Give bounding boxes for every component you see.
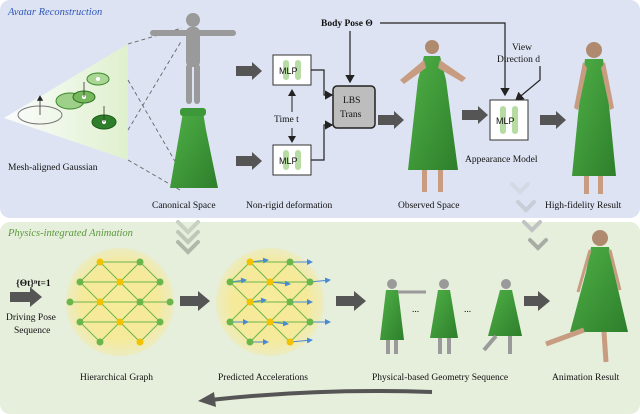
mlp-appearance-label: MLP	[496, 116, 515, 126]
sequence-ellipsis-1: ...	[412, 305, 419, 315]
driving-pose-line2: Sequence	[14, 326, 50, 336]
mesh-aligned-gaussian-illustration	[4, 44, 128, 160]
hierarchical-graph	[66, 248, 174, 356]
driving-pose-arrow	[10, 287, 42, 307]
canonical-space-label: Canonical Space	[152, 201, 216, 211]
mlp-bottom-label: MLP	[279, 156, 298, 166]
sequence-figure-3	[482, 279, 522, 354]
observed-to-appearance-arrow	[462, 106, 488, 124]
sequence-figure-2	[430, 279, 458, 354]
lbs-label-line1: LBS	[343, 96, 360, 106]
graph-to-accel-arrow	[180, 291, 210, 311]
avatar-reconstruction-panel	[0, 0, 640, 218]
mesh-aligned-gaussian-label: Mesh-aligned Gaussian	[8, 163, 98, 173]
pose-set-label: {Θt}ⁿt=1	[16, 279, 51, 289]
observed-space-label: Observed Space	[398, 201, 459, 211]
sequence-to-animation-arrow	[524, 291, 550, 311]
transition-chevrons-left	[176, 220, 200, 255]
physics-animation-title: Physics-integrated Animation	[7, 228, 133, 239]
mlp-top-label: MLP	[279, 66, 298, 76]
lbs-to-observed-arrow	[378, 111, 404, 129]
accel-to-sequence-arrow	[336, 291, 366, 311]
canonical-dress-figure	[170, 108, 218, 188]
sequence-figure-1	[380, 279, 426, 354]
body-pose-label: Body Pose Θ	[321, 19, 373, 29]
high-fidelity-result-label: High-fidelity Result	[545, 200, 622, 211]
lbs-label-line2: Trans	[340, 110, 362, 120]
canonical-to-mlp-arrows	[236, 62, 262, 170]
canonical-body-figure	[150, 13, 236, 104]
appearance-model-label: Appearance Model	[465, 155, 538, 165]
predicted-accelerations-graph	[216, 248, 331, 356]
view-direction-line2: Direction d	[497, 55, 540, 65]
feedback-arrow	[209, 389, 433, 402]
non-rigid-deformation-label: Non-rigid deformation	[246, 200, 333, 211]
driving-pose-line1: Driving Pose	[6, 313, 56, 323]
sequence-ellipsis-2: ...	[464, 305, 471, 315]
time-label: Time t	[274, 115, 299, 125]
geometry-sequence-figures: ... ...	[380, 279, 522, 354]
lbs-trans-block: LBS Trans	[332, 85, 376, 129]
observed-space-figure	[400, 40, 466, 192]
animation-result-label: Animation Result	[552, 373, 620, 383]
view-direction-line1: View	[512, 43, 532, 53]
appearance-to-result-arrow	[540, 111, 566, 129]
predicted-accelerations-label: Predicted Accelerations	[218, 373, 308, 383]
transition-chevrons-right	[510, 182, 548, 251]
mlp-block-bottom: MLP	[272, 144, 312, 176]
animation-result-figure	[545, 230, 628, 363]
mlp-block-top: MLP	[272, 54, 312, 86]
high-fidelity-result-figure	[572, 42, 616, 194]
feedback-arrow-head	[198, 392, 216, 407]
geometry-sequence-label: Physical-based Geometry Sequence	[372, 373, 508, 383]
avatar-reconstruction-title: Avatar Reconstruction	[7, 7, 102, 18]
mlp-block-appearance: MLP	[489, 99, 529, 141]
hierarchical-graph-label: Hierarchical Graph	[80, 373, 153, 383]
